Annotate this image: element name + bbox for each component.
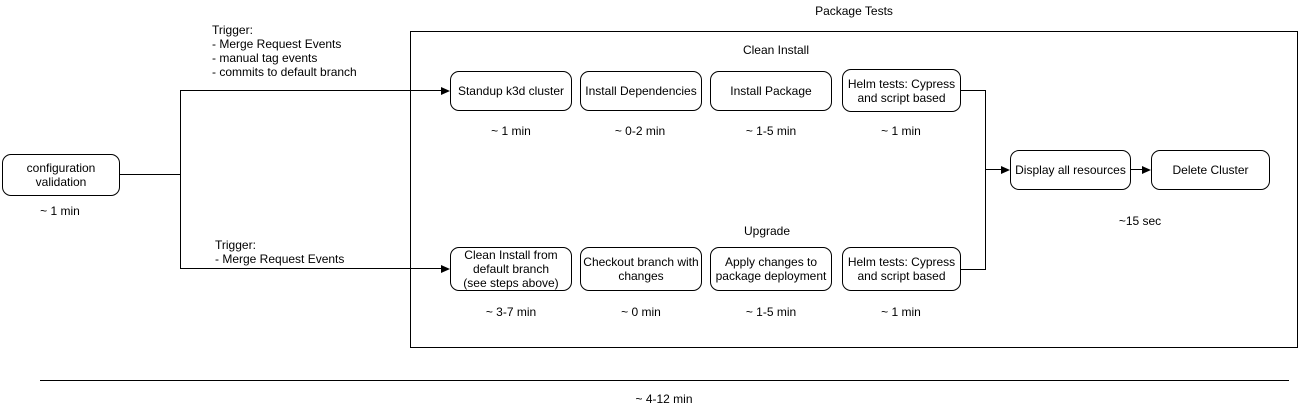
duration-helm-tests-clean: ~ 1 min xyxy=(881,124,921,138)
node-standup-k3d-cluster: Standup k3d cluster xyxy=(450,71,572,111)
node-label: Install Dependencies xyxy=(585,84,697,98)
node-checkout-branch-with-changes: Checkout branch with changes xyxy=(580,247,702,291)
package-tests-group-box xyxy=(410,31,1298,348)
total-duration-label: ~ 4-12 min xyxy=(635,392,693,406)
connector-trigger-top xyxy=(180,90,442,91)
duration-clean-install-from-default: ~ 3-7 min xyxy=(485,305,537,319)
node-label: Helm tests: Cypress and script based xyxy=(847,255,956,283)
node-label: Install Package xyxy=(730,84,812,98)
node-install-package: Install Package xyxy=(710,71,832,111)
node-label: Display all resources xyxy=(1015,163,1126,177)
node-label: Apply changes to package deployment xyxy=(715,255,827,283)
node-display-all-resources: Display all resources xyxy=(1010,150,1131,190)
node-clean-install-from-default-branch: Clean Install from default branch (see s… xyxy=(450,247,572,291)
trigger-bottom-heading: Trigger: xyxy=(215,238,256,252)
trigger-top-heading: Trigger: xyxy=(212,23,253,37)
trigger-top-item: - manual tag events xyxy=(212,51,318,65)
trigger-note-bottom: Trigger: - Merge Request Events xyxy=(215,238,344,266)
arrowhead-into-clean-install xyxy=(441,265,450,273)
arrowhead-into-delete xyxy=(1142,166,1151,174)
connector-config-to-branch xyxy=(120,174,181,175)
connector-display-to-delete xyxy=(1131,169,1143,170)
section-label-clean-install: Clean Install xyxy=(742,43,810,57)
connector-helm-clean-out xyxy=(961,90,986,91)
arrowhead-into-standup xyxy=(441,87,450,95)
duration-teardown: ~15 sec xyxy=(1118,214,1162,228)
section-label-upgrade: Upgrade xyxy=(743,224,791,238)
connector-merge-vertical xyxy=(985,90,986,270)
duration-apply-changes: ~ 1-5 min xyxy=(745,305,797,319)
node-label: Clean Install from default branch (see s… xyxy=(463,248,559,290)
connector-branch-vertical xyxy=(180,90,181,269)
trigger-bottom-item: - Merge Request Events xyxy=(215,252,345,266)
duration-standup-k3d: ~ 1 min xyxy=(491,124,531,138)
trigger-top-item: - commits to default branch xyxy=(212,65,357,79)
node-install-dependencies: Install Dependencies xyxy=(580,71,702,111)
trigger-top-item: - Merge Request Events xyxy=(212,37,342,51)
diagram-title: Package Tests xyxy=(815,4,893,18)
connector-trigger-bottom xyxy=(180,268,442,269)
connector-helm-upgrade-out xyxy=(961,269,986,270)
node-label: Helm tests: Cypress and script based xyxy=(847,76,956,105)
node-label: Delete Cluster xyxy=(1172,163,1249,177)
node-apply-changes-to-package-deployment: Apply changes to package deployment xyxy=(710,247,832,291)
node-helm-tests-upgrade: Helm tests: Cypress and script based xyxy=(842,247,961,291)
node-label: Standup k3d cluster xyxy=(457,84,565,98)
node-helm-tests-clean-install: Helm tests: Cypress and script based xyxy=(842,69,961,112)
duration-checkout-branch: ~ 0 min xyxy=(621,305,661,319)
node-label: configuration validation xyxy=(26,161,96,189)
duration-configuration-validation: ~ 1 min xyxy=(40,204,80,218)
trigger-note-top: Trigger: - Merge Request Events - manual… xyxy=(212,23,357,79)
arrowhead-into-display xyxy=(1001,166,1010,174)
duration-install-dependencies: ~ 0-2 min xyxy=(614,124,666,138)
node-configuration-validation: configuration validation xyxy=(2,154,120,196)
node-delete-cluster: Delete Cluster xyxy=(1151,150,1270,190)
connector-to-display xyxy=(985,169,1002,170)
duration-helm-tests-upgrade: ~ 1 min xyxy=(881,305,921,319)
separator-line xyxy=(40,380,1289,381)
node-label: Checkout branch with changes xyxy=(583,255,699,283)
duration-install-package: ~ 1-5 min xyxy=(745,124,797,138)
